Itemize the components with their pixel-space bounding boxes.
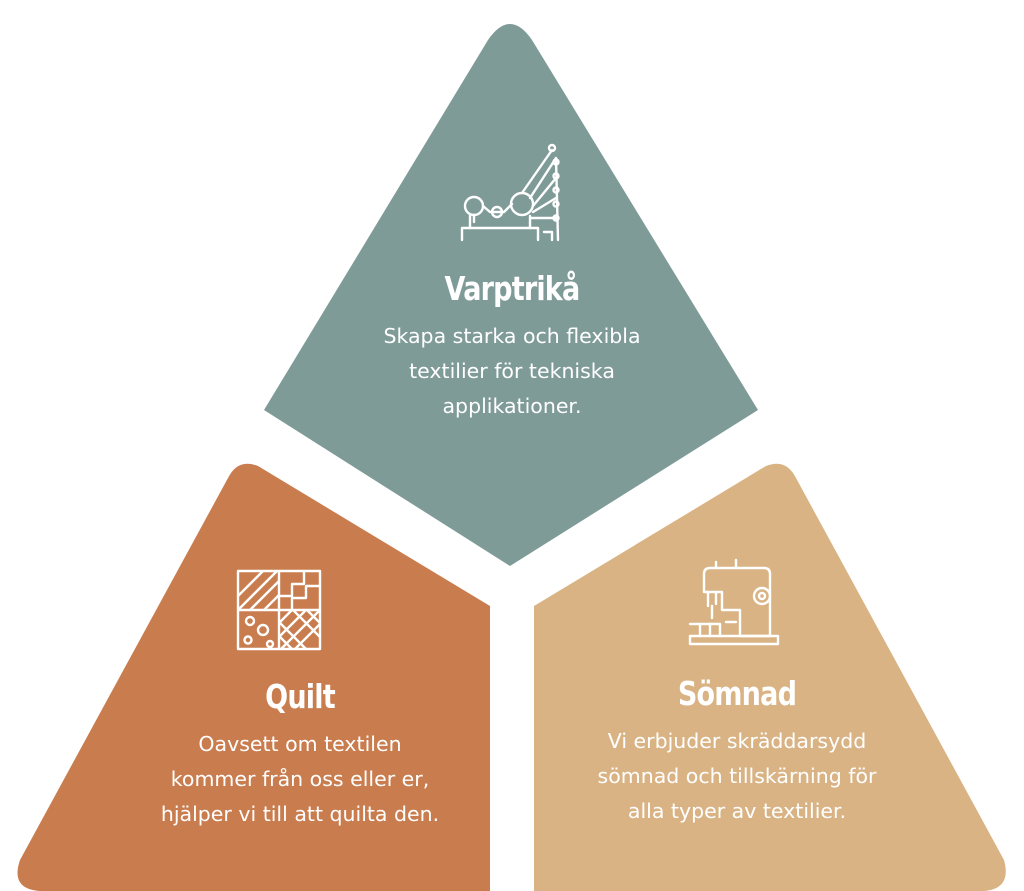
- segment-title-somnad: Sömnad: [677, 674, 797, 713]
- segment-quilt: [17, 463, 490, 891]
- description-line: Vi erbjuder skräddarsydd: [607, 729, 867, 753]
- segment-varptrika: [264, 24, 758, 566]
- segment-text-somnad: Sömnad Vi erbjuder skräddarsydd sömnad o…: [537, 677, 937, 829]
- segment-description-somnad: Vi erbjuder skräddarsydd sömnad och till…: [537, 724, 937, 829]
- description-line: textilier för tekniska: [409, 359, 615, 383]
- warp-knitting-machine-icon: [460, 143, 560, 242]
- segment-text-varptrika: Varptrikå Skapa starka och flexibla text…: [312, 272, 712, 424]
- segment-title-quilt: Quilt: [265, 677, 335, 716]
- segment-description-varptrika: Skapa starka och flexibla textilier för …: [312, 319, 712, 424]
- description-line: hjälper vi till att quilta den.: [160, 802, 440, 826]
- description-line: sömnad och tillskärning för: [597, 764, 877, 788]
- description-line: alla typer av textilier.: [627, 799, 847, 823]
- sewing-machine-icon: [688, 558, 780, 646]
- segment-text-quilt: Quilt Oavsett om textilen kommer från os…: [100, 680, 500, 832]
- segment-description-quilt: Oavsett om textilen kommer från oss elle…: [100, 727, 500, 832]
- description-line: Skapa starka och flexibla: [383, 324, 641, 348]
- description-line: applikationer.: [442, 394, 582, 418]
- segment-somnad: [534, 463, 1006, 891]
- description-line: kommer från oss eller er,: [170, 767, 430, 791]
- segment-title-varptrika: Varptrikå: [444, 269, 581, 308]
- description-line: Oavsett om textilen: [198, 732, 402, 756]
- quilt-pattern-icon: [236, 569, 322, 651]
